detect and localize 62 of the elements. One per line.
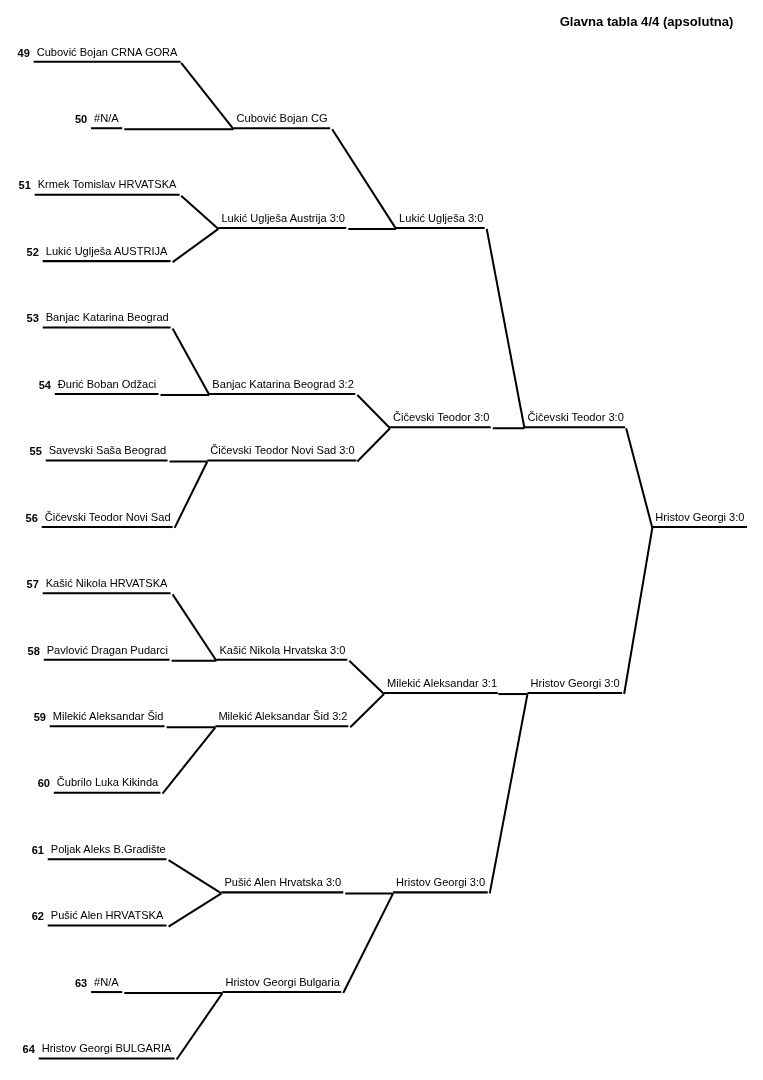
node-text: Milekić Aleksandar Šid 3:2	[218, 710, 348, 723]
node-text: Čičevski Teodor Novi Sad 3:0	[210, 444, 355, 457]
connector	[180, 194, 220, 230]
node-text: 50 #N/A	[74, 111, 119, 125]
connector	[180, 62, 235, 130]
connector	[171, 593, 218, 662]
connector	[356, 427, 391, 463]
node-text: Hristov Georgi Bulgaria	[225, 975, 340, 988]
connector	[331, 128, 397, 230]
node-text: 63 #N/A	[74, 975, 119, 989]
node-text: 62 Pušić Alen HRVATSKA	[31, 909, 164, 923]
node-text: 54 Đurić Boban Odžaci	[38, 377, 157, 391]
connector	[160, 394, 210, 397]
connector	[173, 461, 209, 529]
connector	[348, 660, 385, 695]
node-text: Pušić Alen Hrvatska 3:0	[224, 876, 342, 889]
connector	[124, 992, 223, 995]
connector	[166, 726, 216, 729]
node-text: 58 Pavlović Dragan Pudarci	[27, 643, 168, 657]
connector	[625, 428, 654, 529]
connector	[488, 693, 529, 894]
node-text: 57 Kašić Nikola HRVATSKA	[26, 577, 168, 591]
node-text: Banjac Katarina Beograd 3:2	[212, 377, 354, 390]
connector	[168, 859, 222, 895]
node-text: Hristov Georgi 3:0	[396, 876, 486, 889]
node-text: 56 Čičevski Teodor Novi Sad	[25, 510, 171, 524]
node-text: 61 Poljak Aleks B.Gradište	[31, 842, 166, 856]
node-text: 52 Lukić Uglješa AUSTRIJA	[26, 244, 168, 258]
connector	[623, 527, 654, 695]
connector	[124, 128, 234, 131]
connector	[356, 394, 391, 429]
node-text: 59 Milekić Aleksandar Šid	[33, 710, 164, 724]
node-text: Lukić Uglješa Austrija 3:0	[221, 211, 346, 224]
node-text: Milekić Aleksandar 3:1	[387, 676, 498, 689]
node-text: Hristov Georgi 3:0	[655, 510, 745, 523]
node-text: 49 Cubović Bojan CRNA GORA	[17, 45, 178, 59]
diagram-title: Glavna tabla 4/4 (apsolutna)	[559, 13, 734, 29]
connector	[168, 892, 222, 928]
connector	[485, 228, 526, 429]
node-text: Čičevski Teodor 3:0	[527, 411, 624, 423]
node-text: Lukić Uglješa 3:0	[399, 211, 484, 224]
node-text: 55 Savevski Saša Beograd	[29, 444, 167, 458]
node-text: 64 Hristov Georgi BULGARIA	[22, 1042, 172, 1056]
node-text: Hristov Georgi 3:0	[530, 676, 620, 689]
connector	[175, 992, 224, 1061]
connector	[498, 693, 528, 696]
node-text: Cubović Bojan CG	[236, 111, 328, 124]
connector	[172, 228, 219, 263]
node-text: Kašić Nikola Hrvatska 3:0	[219, 643, 346, 656]
node-text: 60 Čubrilo Luka Kikinda	[37, 776, 159, 790]
connector	[345, 892, 394, 895]
connector	[349, 693, 385, 728]
connector	[348, 227, 397, 230]
connector	[171, 659, 217, 662]
node-text: 53 Banjac Katarina Beograd	[26, 311, 169, 325]
node-text: Čičevski Teodor 3:0	[393, 411, 490, 423]
connector	[171, 328, 211, 396]
connector	[169, 460, 208, 463]
connector	[342, 892, 394, 994]
connector	[492, 427, 525, 430]
node-text: 51 Krmek Tomislav HRVATSKA	[18, 178, 177, 192]
connector	[161, 726, 217, 795]
